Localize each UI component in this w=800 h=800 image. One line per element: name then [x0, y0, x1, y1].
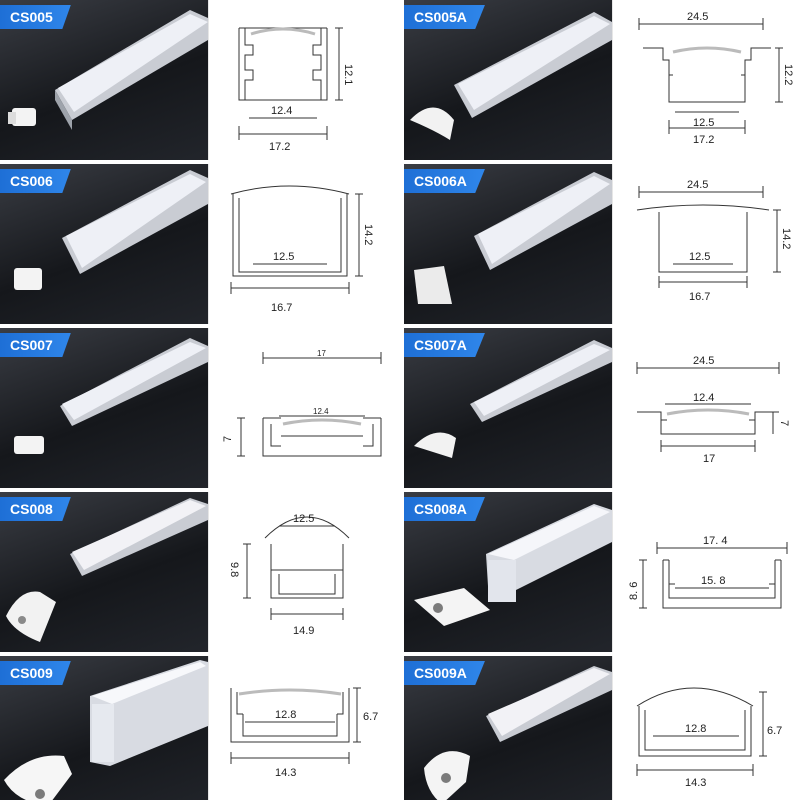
- product-photo: [404, 656, 612, 800]
- profile-render: [414, 504, 612, 626]
- product-code-badge: CS009: [0, 661, 71, 685]
- dim-height: 7: [222, 436, 234, 442]
- profile-render: [14, 338, 208, 454]
- dim-inner-width: 12.8: [685, 723, 706, 735]
- dimension-drawing: 24.5 12.4 7 17: [612, 328, 800, 488]
- product-code-badge: CS006: [0, 169, 71, 193]
- product-code-badge: CS008: [0, 497, 71, 521]
- dim-height: 12.2: [782, 64, 794, 85]
- dim-height: 8. 6: [628, 582, 640, 600]
- dimension-drawing: 17. 4 15. 8 8. 6: [612, 492, 800, 652]
- profile-render: [8, 10, 208, 130]
- dim-height: 7: [778, 420, 790, 426]
- product-code-badge: CS007: [0, 333, 71, 357]
- product-code-badge: CS008A: [404, 497, 485, 521]
- dim-outer-width: 17: [317, 349, 326, 358]
- dim-height: 12.1: [342, 64, 354, 85]
- product-cell-cs008: CS008 12.5 9.8 14.9: [0, 492, 400, 652]
- product-code-badge: CS009A: [404, 661, 485, 685]
- profile-render: [410, 12, 612, 140]
- dimension-drawing: 24.5 14.2 12.5 16.7: [612, 164, 800, 324]
- dimension-drawing: 12.1 12.4 17.2: [208, 0, 400, 160]
- profile-render: [14, 170, 208, 290]
- dim-outer-width: 14.9: [293, 625, 314, 637]
- dim-inner-width: 12.5: [273, 251, 294, 263]
- profile-render: [414, 340, 612, 458]
- dim-outer-width: 14.3: [275, 767, 296, 779]
- dim-flange-width: 24.5: [687, 11, 708, 23]
- dim-outer-width: 16.7: [271, 302, 292, 314]
- product-cell-cs006: CS006 12.5 14.2 16.7: [0, 164, 400, 324]
- dim-height: 6.7: [767, 725, 782, 737]
- product-photo: [404, 0, 612, 160]
- product-cell-cs007a: CS007A 24.5 12.4 7 17: [404, 328, 800, 488]
- product-code-badge: CS007A: [404, 333, 485, 357]
- dim-inner-width: 12.5: [293, 513, 314, 525]
- dim-outer-width: 17: [703, 453, 715, 465]
- dimension-drawing: 12.5 14.2 16.7: [208, 164, 400, 324]
- product-cell-cs006a: CS006A 24.5 14.2 12.5 16.7: [404, 164, 800, 324]
- product-code-badge: CS005A: [404, 5, 485, 29]
- dim-inner-width: 12.4: [271, 105, 292, 117]
- product-code-badge: CS005: [0, 5, 71, 29]
- dim-flange-width: 24.5: [687, 179, 708, 191]
- profile-render: [6, 498, 208, 642]
- product-code-badge: CS006A: [404, 169, 485, 193]
- dim-height: 14.2: [362, 224, 374, 245]
- product-cell-cs005: CS005 12.1 12.4 17.2: [0, 0, 400, 160]
- dim-height: 9.8: [228, 562, 240, 577]
- dim-height: 14.2: [780, 228, 792, 249]
- product-photo: [0, 0, 208, 160]
- product-cell-cs007: CS007 17 12.4 7: [0, 328, 400, 488]
- profile-render: [4, 660, 208, 800]
- dim-inner-width: 12.5: [689, 251, 710, 263]
- dimension-drawing: 12.8 6.7 14.3: [612, 656, 800, 800]
- dim-outer-width: 16.7: [689, 291, 710, 303]
- dimension-drawing: 24.5 12.2 12.5 17.2: [612, 0, 800, 160]
- product-cell-cs009: CS009 12.8 6.7 14.3: [0, 656, 400, 800]
- dim-flange-width: 24.5: [693, 355, 714, 367]
- column-divider: [400, 0, 404, 800]
- product-photo: [0, 328, 208, 488]
- dim-outer-width: 17.2: [269, 141, 290, 153]
- dim-inner-width: 12.8: [275, 709, 296, 721]
- dimension-drawing: 17 12.4 7: [208, 328, 400, 488]
- product-cell-cs008a: CS008A 17. 4 15. 8 8. 6: [404, 492, 800, 652]
- dim-height: 6.7: [363, 711, 378, 723]
- profile-render: [414, 172, 612, 304]
- dim-outer-width: 17.2: [693, 134, 714, 146]
- profile-render: [424, 666, 612, 800]
- dimension-drawing: 12.5 9.8 14.9: [208, 492, 400, 652]
- dim-outer-width: 14.3: [685, 777, 706, 789]
- dim-inner-width: 15. 8: [701, 575, 725, 587]
- dim-inner-width: 12.5: [693, 117, 714, 129]
- product-cell-cs009a: CS009A 12.8 6.7 14.3: [404, 656, 800, 800]
- dimension-drawing: 12.8 6.7 14.3: [208, 656, 400, 800]
- dim-inner-width: 12.4: [313, 407, 329, 416]
- dim-outer-width: 17. 4: [703, 535, 727, 547]
- product-cell-cs005a: CS005A 24.5 12.2 12.5 17.2: [404, 0, 800, 160]
- dim-inner-width: 12.4: [693, 392, 714, 404]
